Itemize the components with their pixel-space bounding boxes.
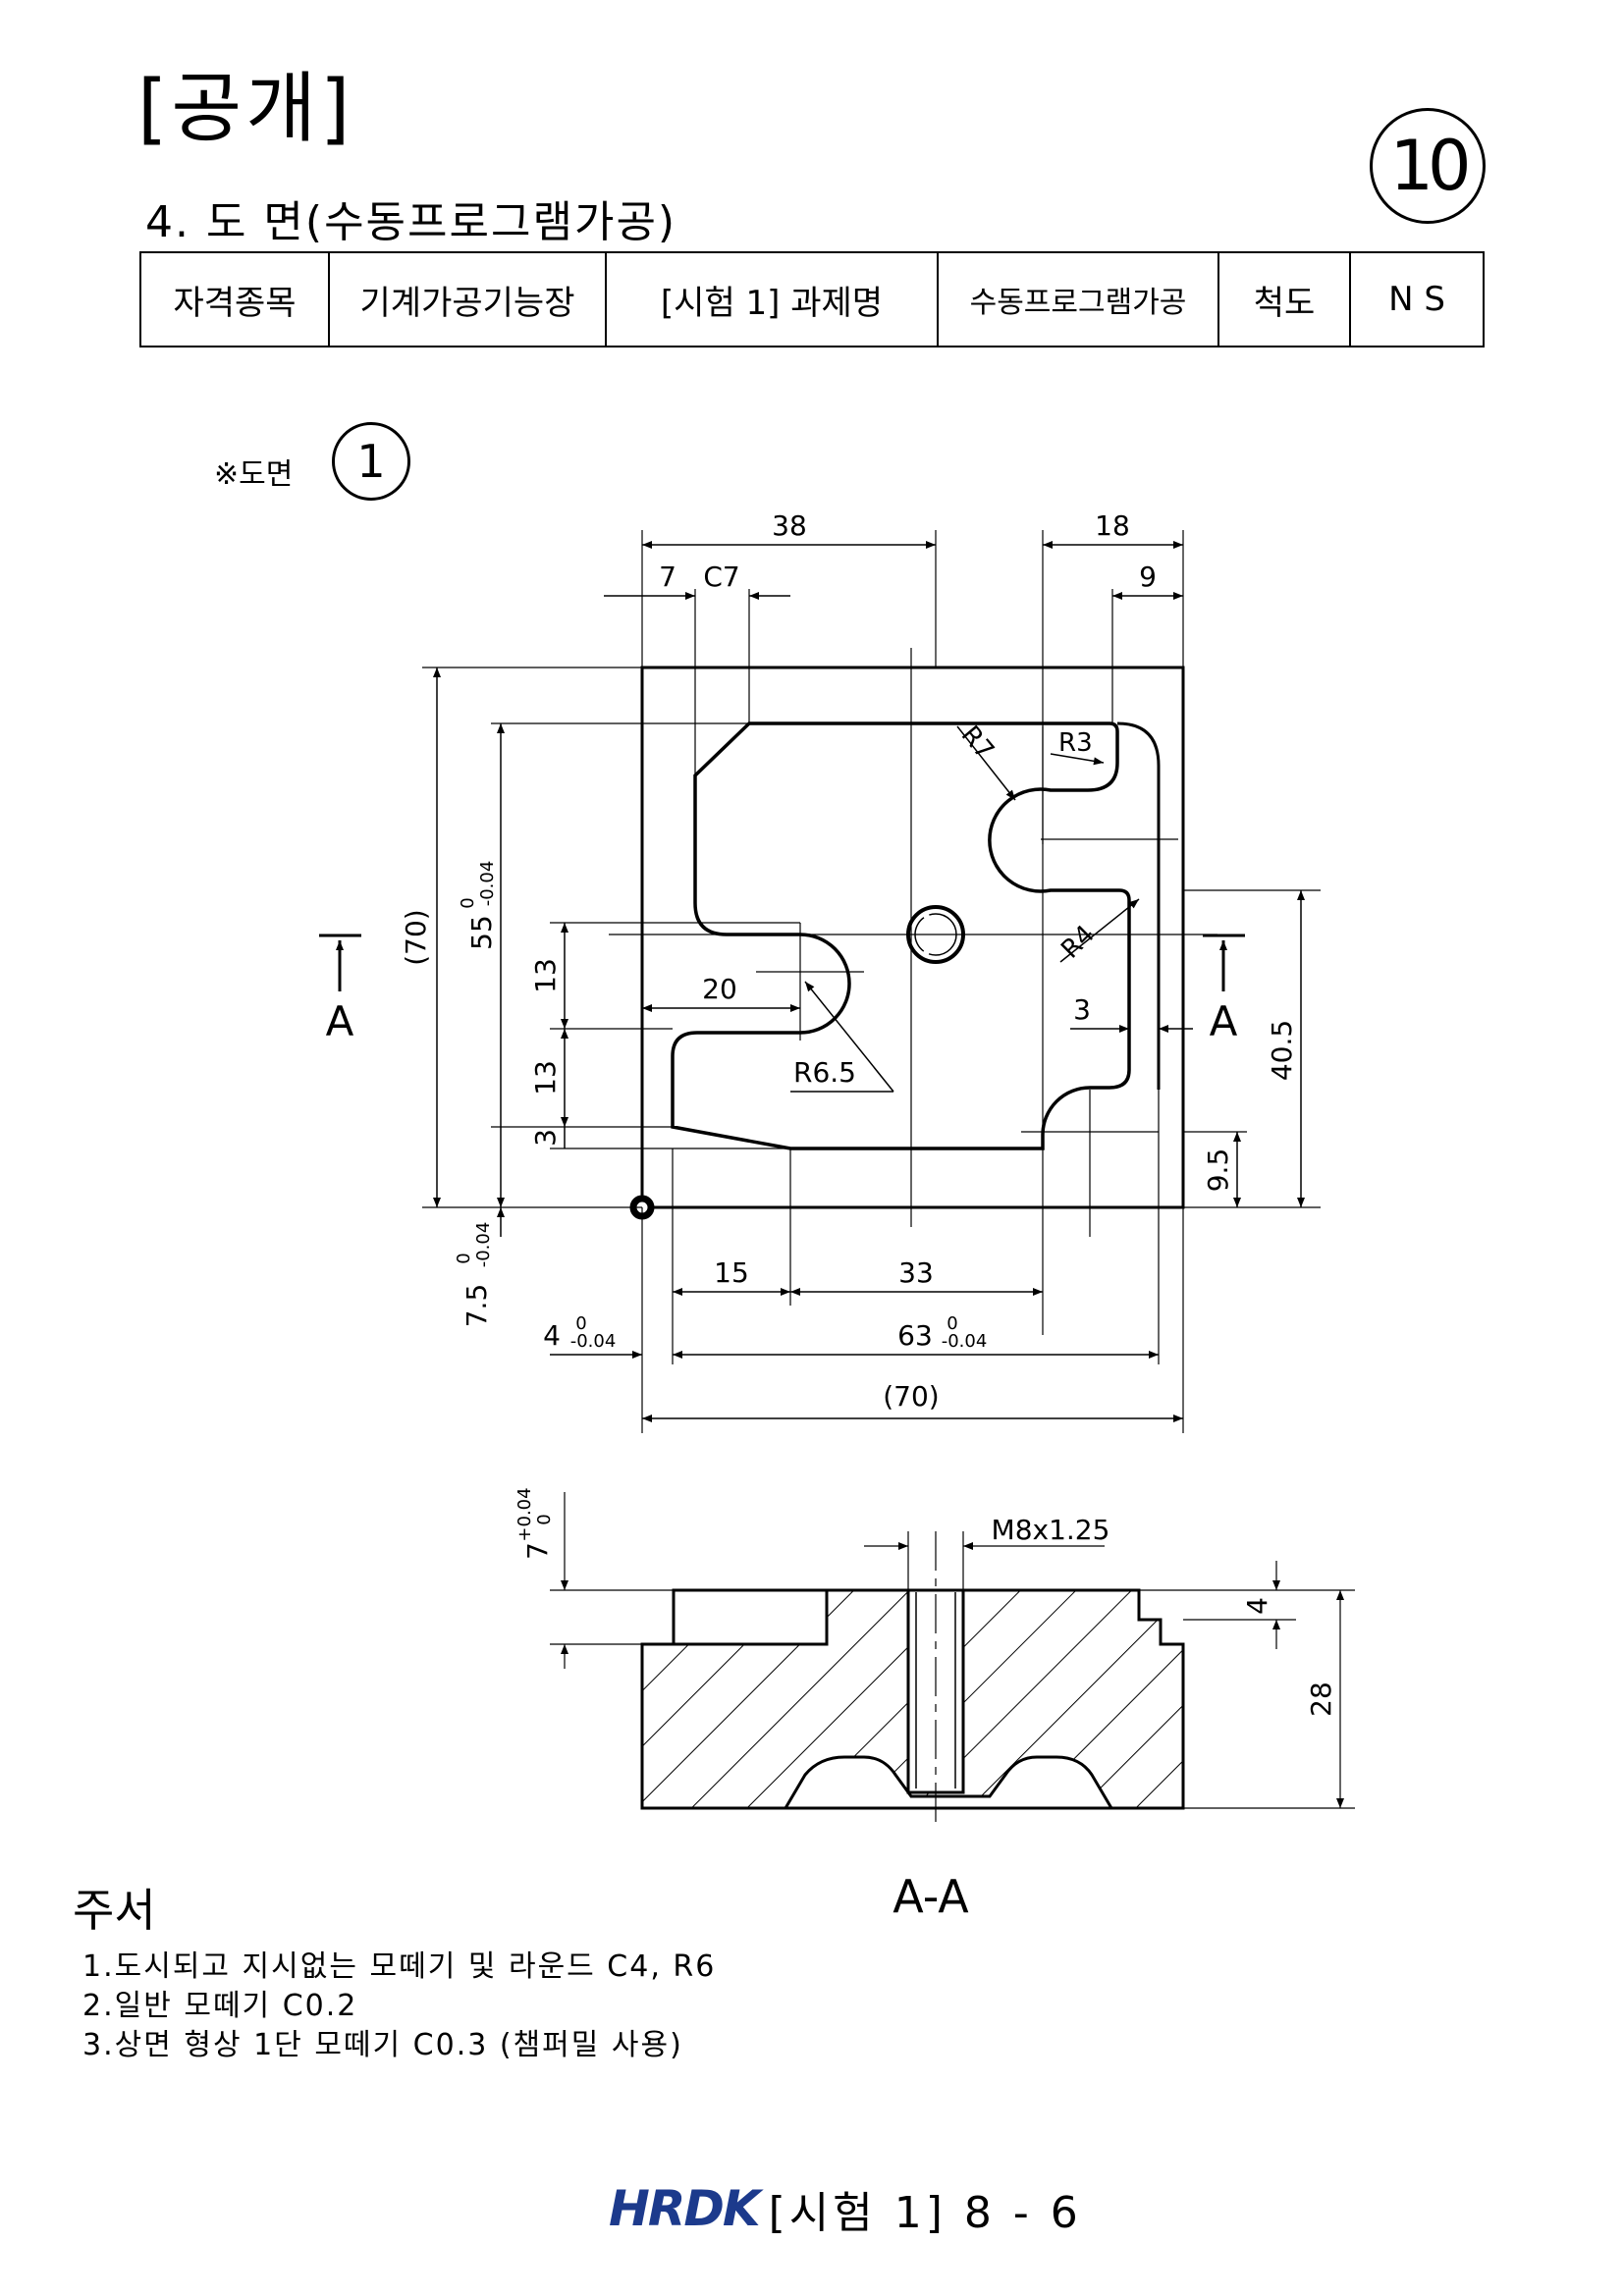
- public-stamp: [공개]: [137, 65, 354, 153]
- dim-55-tol-lo: -0.04: [477, 861, 498, 907]
- dim-7-section: 7: [521, 1542, 554, 1560]
- dim-4-tol-up: 0: [575, 1313, 586, 1334]
- dim-55-tol-up: 0: [458, 897, 478, 908]
- dim-7-5-tol-lo: -0.04: [473, 1222, 494, 1268]
- section-mark-left: A: [326, 997, 354, 1045]
- note-item: 2.일반 모떼기 C0.2: [82, 1989, 358, 2023]
- drawing-label: ※도면: [214, 457, 294, 492]
- dim-33: 33: [898, 1256, 934, 1289]
- dim-3-left: 3: [529, 1129, 562, 1147]
- cell-qualification-label: 자격종목: [139, 251, 330, 347]
- dim-63: 63: [897, 1319, 933, 1352]
- top-view: [319, 530, 1321, 1433]
- dim-4-section: 4: [1241, 1597, 1273, 1615]
- dim-40-5: 40.5: [1266, 1020, 1298, 1081]
- footer-page-text: [시험 1] 8 - 6: [768, 2188, 1082, 2238]
- dim-70-vertical: (70): [400, 909, 432, 965]
- cell-qualification-value: 기계가공기능장: [328, 251, 607, 347]
- section-title: 4. 도 면(수동프로그램가공): [145, 197, 677, 247]
- dim-7: 7: [659, 561, 676, 593]
- dim-20: 20: [702, 973, 737, 1005]
- pocket-offset: [1116, 721, 1161, 1090]
- dim-13-lower: 13: [529, 1060, 562, 1095]
- note-item: 3.상면 형상 1단 모떼기 C0.3 (챔퍼밀 사용): [82, 2028, 683, 2062]
- dim-9-5: 9.5: [1202, 1148, 1234, 1193]
- dim-m8-thread: M8x1.25: [992, 1514, 1110, 1546]
- dim-70-horizontal: (70): [883, 1380, 939, 1413]
- drawing-number-circle: 1: [332, 422, 410, 501]
- pocket-outline: [671, 721, 1131, 1150]
- dim-c7: C7: [703, 561, 739, 593]
- cell-scale-value: N S: [1349, 251, 1485, 347]
- dim-9: 9: [1139, 561, 1157, 593]
- dim-3-right: 3: [1073, 993, 1091, 1026]
- dim-r3: R3: [1058, 728, 1093, 758]
- dim-28: 28: [1305, 1682, 1337, 1717]
- hrdk-logo: HRDK: [609, 2180, 761, 2237]
- dim-4-tol-lo: -0.04: [570, 1331, 617, 1352]
- dim-63-tol-up: 0: [947, 1313, 957, 1334]
- dim-4: 4: [543, 1319, 561, 1352]
- dim-18: 18: [1095, 509, 1130, 542]
- dim-7-5: 7.5: [460, 1284, 493, 1328]
- info-table: 자격종목 기계가공기능장 [시험 1] 과제명 수동프로그램가공 척도 N S: [139, 251, 1485, 347]
- page-number-circle: 10: [1370, 108, 1486, 224]
- dim-55: 55: [465, 915, 498, 950]
- cell-scale-label: 척도: [1217, 251, 1351, 347]
- cell-task-value: 수동프로그램가공: [937, 251, 1219, 347]
- section-view: 7 +0.04 0 M8x1.25 4 28 A-A: [514, 1487, 1355, 1923]
- dim-7-section-tol-lo: 0: [534, 1514, 555, 1524]
- dim-63-tol-lo: -0.04: [942, 1331, 988, 1352]
- note-item: 1.도시되고 지시없는 모떼기 및 라운드 C4, R6: [82, 1949, 717, 1984]
- dim-7-section-tol-up: +0.04: [514, 1487, 535, 1541]
- dim-15: 15: [714, 1256, 749, 1289]
- dim-r6-5: R6.5: [793, 1056, 856, 1089]
- section-view-label: A-A: [893, 1870, 969, 1923]
- dim-r4: R4: [1055, 920, 1101, 965]
- dim-7-5-tol-up: 0: [454, 1253, 474, 1263]
- cell-task-label: [시험 1] 과제명: [605, 251, 939, 347]
- section-mark-right: A: [1210, 997, 1238, 1045]
- dim-r7: R7: [955, 721, 1000, 766]
- footer: HRDK [시험 1] 8 - 6: [609, 2177, 1082, 2240]
- notes-title: 주서: [73, 1884, 156, 1937]
- dim-13-upper: 13: [529, 958, 562, 993]
- dim-38: 38: [772, 509, 807, 542]
